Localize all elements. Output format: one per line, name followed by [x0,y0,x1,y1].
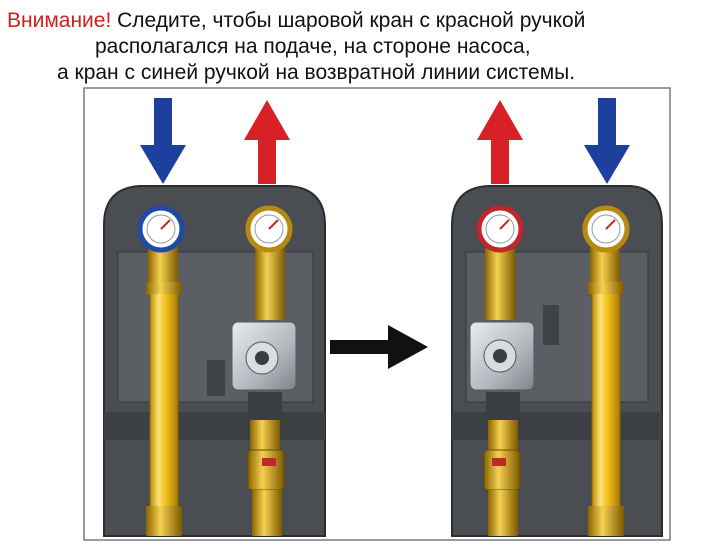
left-return-coupling [146,282,182,294]
left-pump-hub [255,351,269,365]
left-ball-valve [248,450,284,490]
right-check-valve [543,305,559,345]
right-supply-fitting [485,245,515,320]
left-supply-fitting [255,245,285,320]
left-pump-station [104,186,325,536]
right-supply-bottom [488,490,518,536]
right-pump-station [452,186,662,536]
right-pump-flange [486,392,520,420]
left-return-gauge-icon [140,208,182,250]
right-return-bottom [588,506,624,536]
left-housing-seam [104,412,325,440]
left-supply-bottom [252,490,282,536]
right-housing-seam [452,412,662,440]
right-pump-hub [493,349,507,363]
right-return-gauge-icon [585,208,627,250]
right-supply-lower-fitting [488,420,518,450]
left-pump-flange [248,392,282,420]
left-supply-lower-fitting [250,420,280,450]
right-valve-red-handle [492,458,506,466]
left-check-valve [207,360,225,396]
right-return-coupling [588,282,624,294]
left-return-bottom [146,506,182,536]
right-ball-valve [484,450,520,490]
left-return-pipe [150,290,178,516]
left-supply-gauge-icon [248,208,290,250]
right-supply-gauge-icon [479,208,521,250]
right-return-pipe [592,290,620,516]
left-valve-red-handle [262,458,276,466]
